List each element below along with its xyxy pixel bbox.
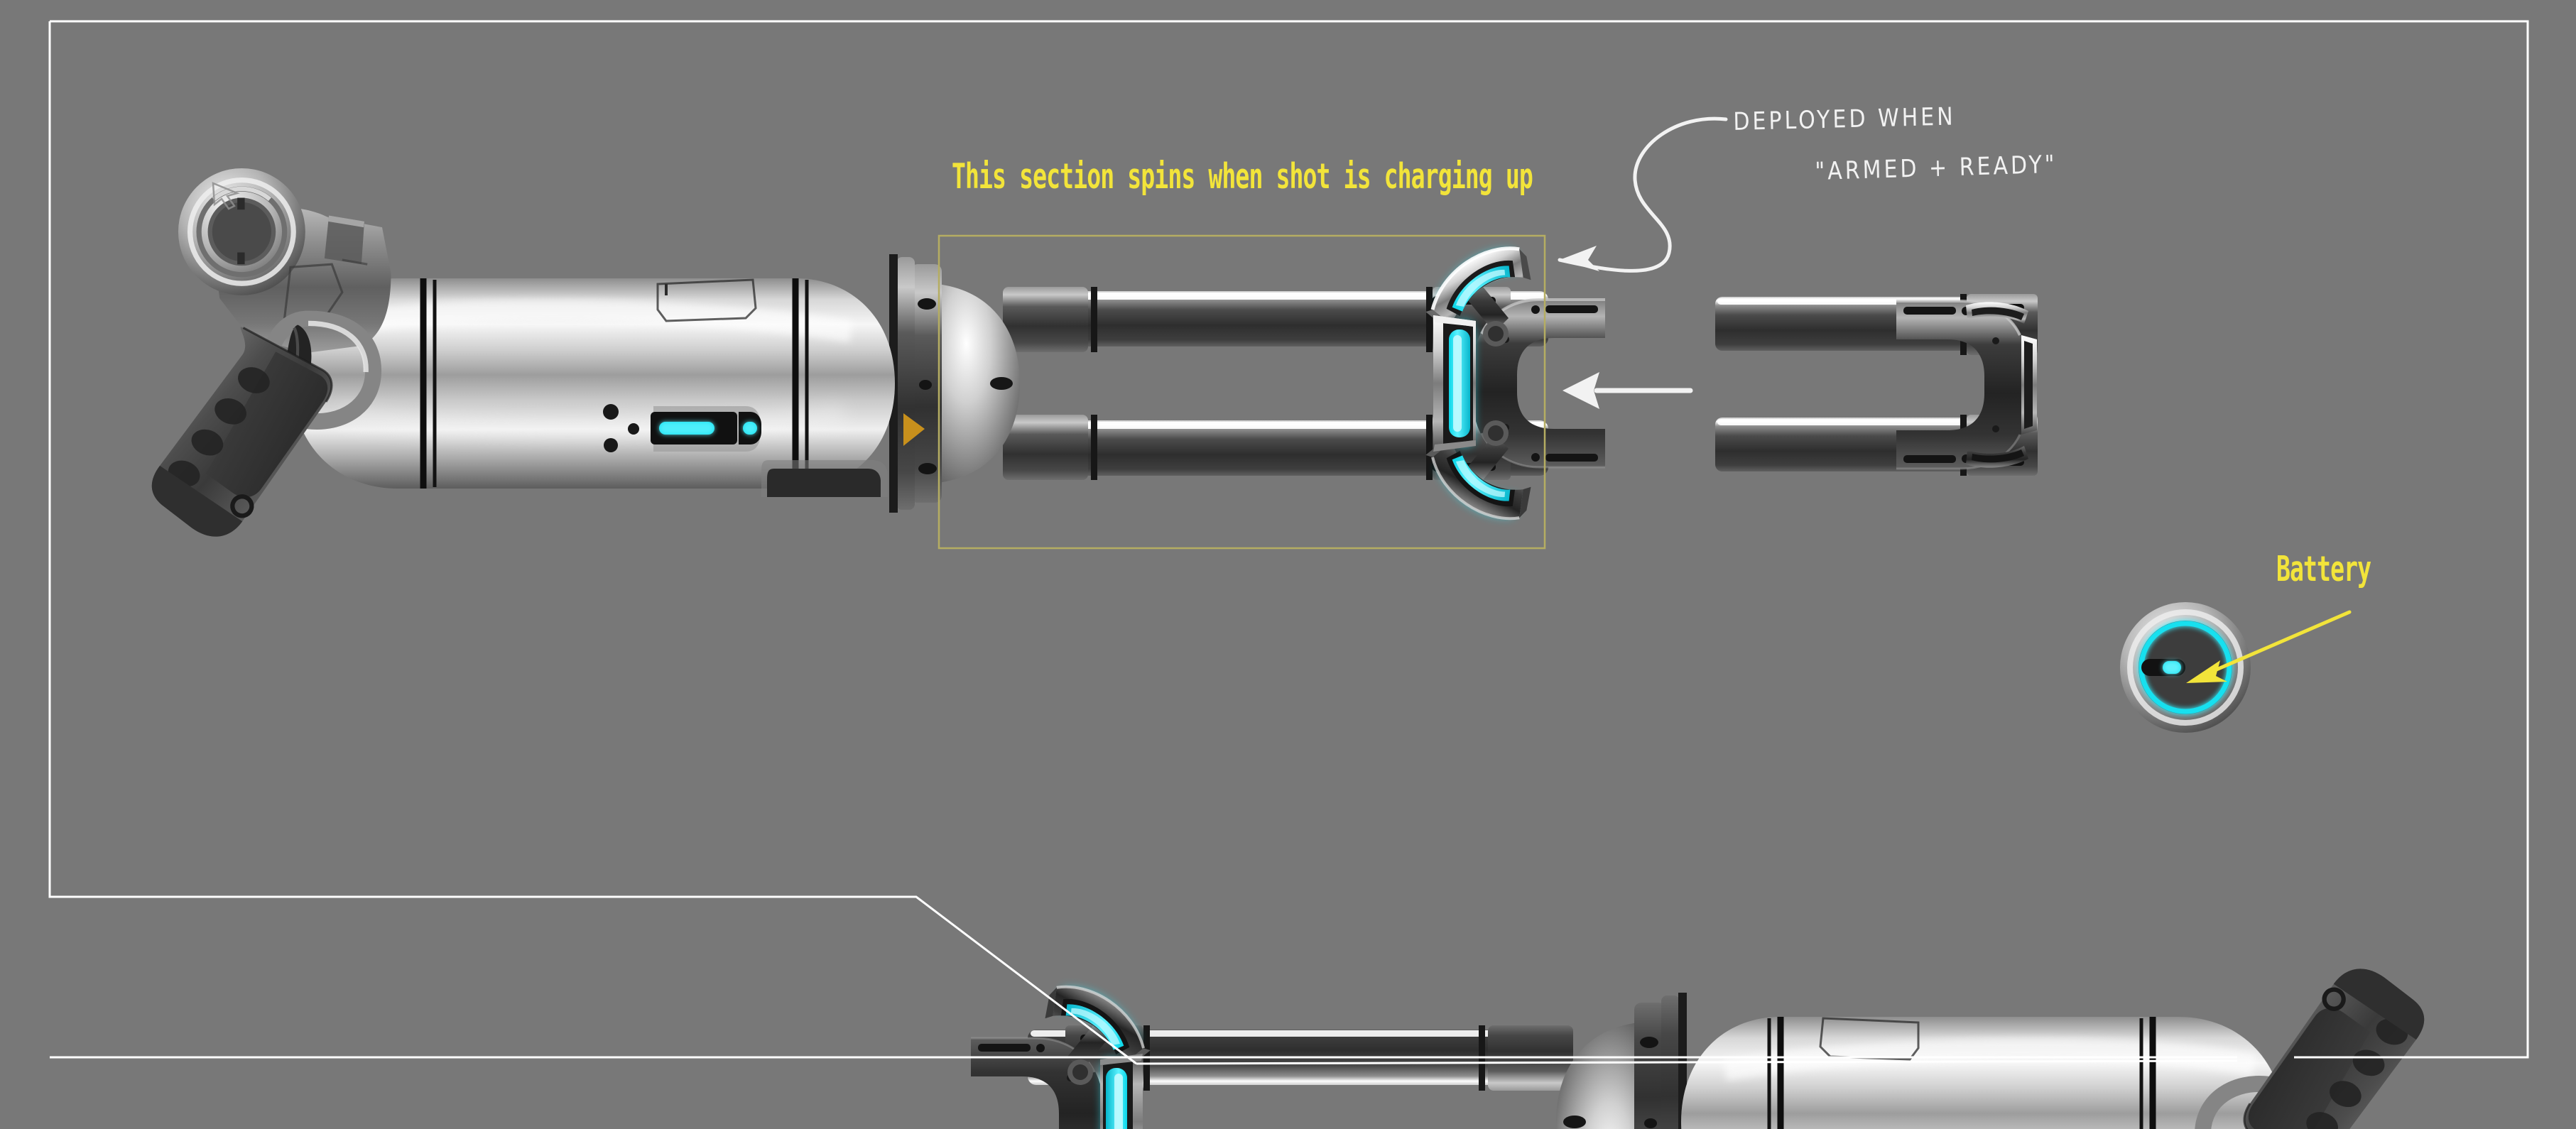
cursor-artifact — [212, 182, 240, 210]
amber-index-marker — [903, 413, 925, 446]
handwritten-note-line-1: DEPLOYED WHEN — [1733, 102, 1956, 137]
caption-battery: Battery — [2276, 550, 2371, 590]
battery-port — [2120, 602, 2251, 733]
state-transition-arrow — [1563, 372, 1693, 409]
deployed-callout-arrow — [1558, 116, 1728, 273]
slide-border — [48, 20, 2529, 1065]
body-details-upper — [603, 278, 937, 497]
rivet-cluster — [603, 404, 639, 452]
collar-rings — [1634, 993, 1687, 1129]
nose-cone — [938, 284, 1020, 483]
emitter-assembly-lower — [971, 974, 1162, 1129]
spin-section-highlight — [938, 234, 1546, 550]
emitter-yoke-stowed — [1895, 300, 2038, 470]
capacitor-body — [1681, 1017, 2283, 1129]
status-led-bar — [651, 406, 761, 452]
nose-cone — [1556, 1022, 1638, 1129]
battery-pointer-arrow — [2186, 610, 2352, 683]
emitter-stowed-detail — [1715, 294, 2038, 476]
weapon-lower — [971, 949, 2435, 1129]
rail-lower — [1016, 420, 1548, 476]
weapon-upper — [141, 168, 1605, 556]
access-hatch — [761, 460, 888, 497]
rail-upper — [1016, 291, 1548, 347]
caption-spin-section: This section spins when shot is charging… — [952, 158, 1533, 197]
collar-rings — [889, 254, 942, 513]
emitter-assembly-upper — [1414, 236, 1605, 530]
